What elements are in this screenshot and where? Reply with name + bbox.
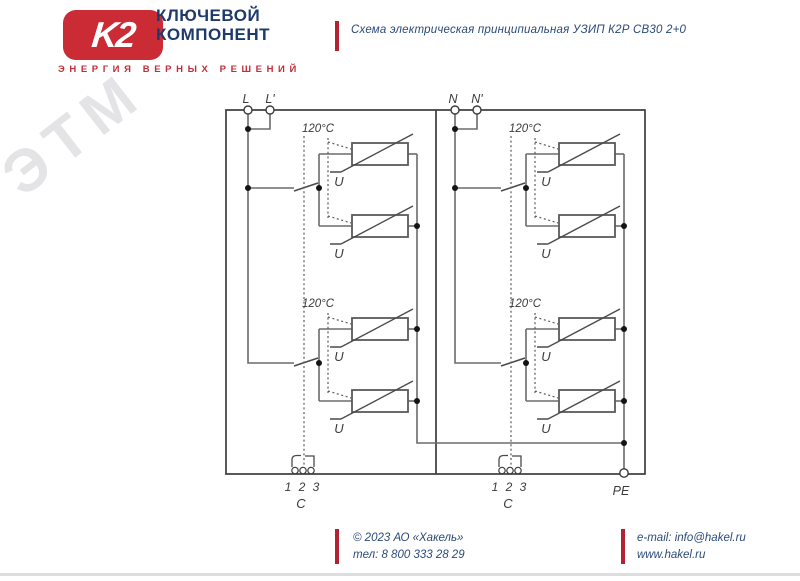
varistor-label: U (541, 421, 551, 436)
bottom-edge-strip (0, 573, 800, 576)
varistor: U (330, 380, 414, 436)
terminal-n-label: N (448, 92, 458, 106)
varistor: U (537, 133, 621, 189)
varistor-label: U (541, 246, 551, 261)
enclosure-outline (225, 109, 646, 475)
pin-numbers: 1 2 3 (285, 480, 322, 494)
brand-tagline: ЭНЕРГИЯ ВЕРНЫХ РЕШЕНИЙ (58, 64, 301, 75)
terminal-l-label: L (243, 92, 250, 106)
document-title: Схема электрическая принципиальная УЗИП … (351, 24, 687, 36)
terminal-n-prime-label: N' (471, 92, 483, 106)
thermal-label: 120°C (302, 123, 335, 135)
varistor: U (537, 380, 621, 436)
terminal-l-prime (265, 105, 275, 115)
varistor-label: U (334, 246, 344, 261)
terminal-n (450, 105, 460, 115)
wires-left (247, 114, 624, 444)
connector-label: C (503, 496, 513, 511)
footer-contact-right: e-mail: info@hakel.ru www.hakel.ru (637, 530, 746, 564)
varistor-label: U (334, 174, 344, 189)
terminal-pe (619, 468, 629, 478)
monitor-connector-left: 1 2 3 C (285, 454, 322, 511)
thermal-label: 120°C (302, 298, 335, 310)
neutral-n-section: U U U U N N' 120°C 120°C (448, 92, 630, 511)
brand-line2: КОМПОНЕНТ (156, 24, 270, 44)
varistor-label: U (334, 421, 344, 436)
pin-numbers: 1 2 3 (492, 480, 529, 494)
footer-accent-bar-left (335, 529, 339, 564)
monitor-connector-right: 1 2 3 C (492, 454, 529, 511)
connector-label: C (296, 496, 306, 511)
brand-line1: КЛЮЧЕВОЙ (156, 6, 261, 25)
varistor: U (330, 205, 414, 261)
varistor-label: U (541, 174, 551, 189)
varistor: U (537, 205, 621, 261)
k2-logo: K2 (63, 10, 163, 60)
footer-accent-bar-right (621, 529, 625, 564)
varistor: U (330, 133, 414, 189)
terminal-pe-label: PE (613, 484, 630, 498)
wires-right (454, 114, 625, 469)
thermal-links-right (510, 136, 559, 467)
varistor: U (537, 308, 621, 364)
junction-dots-right (452, 126, 627, 446)
thermal-label: 120°C (509, 298, 542, 310)
junction-dots-left (245, 126, 420, 404)
terminal-l-prime-label: L' (265, 92, 275, 106)
phone-text: тел: 8 800 333 28 29 (353, 549, 465, 561)
brand-name: КЛЮЧЕВОЙ КОМПОНЕНТ (156, 6, 270, 44)
terminal-n-prime (472, 105, 482, 115)
footer-contact-left: © 2023 АО «Хакель» тел: 8 800 333 28 29 (353, 530, 465, 564)
copyright-text: © 2023 АО «Хакель» (353, 532, 464, 544)
title-accent-bar (335, 21, 339, 51)
varistor-label: U (334, 349, 344, 364)
varistor-label: U (541, 349, 551, 364)
varistor: U (330, 308, 414, 364)
thermal-links-left (303, 136, 352, 467)
phase-l-section: U U U U L L' 120°C 120°C (243, 92, 624, 511)
thermal-label: 120°C (509, 123, 542, 135)
email-text: e-mail: info@hakel.ru (637, 532, 746, 544)
website-text: www.hakel.ru (637, 549, 706, 561)
terminal-l (243, 105, 253, 115)
